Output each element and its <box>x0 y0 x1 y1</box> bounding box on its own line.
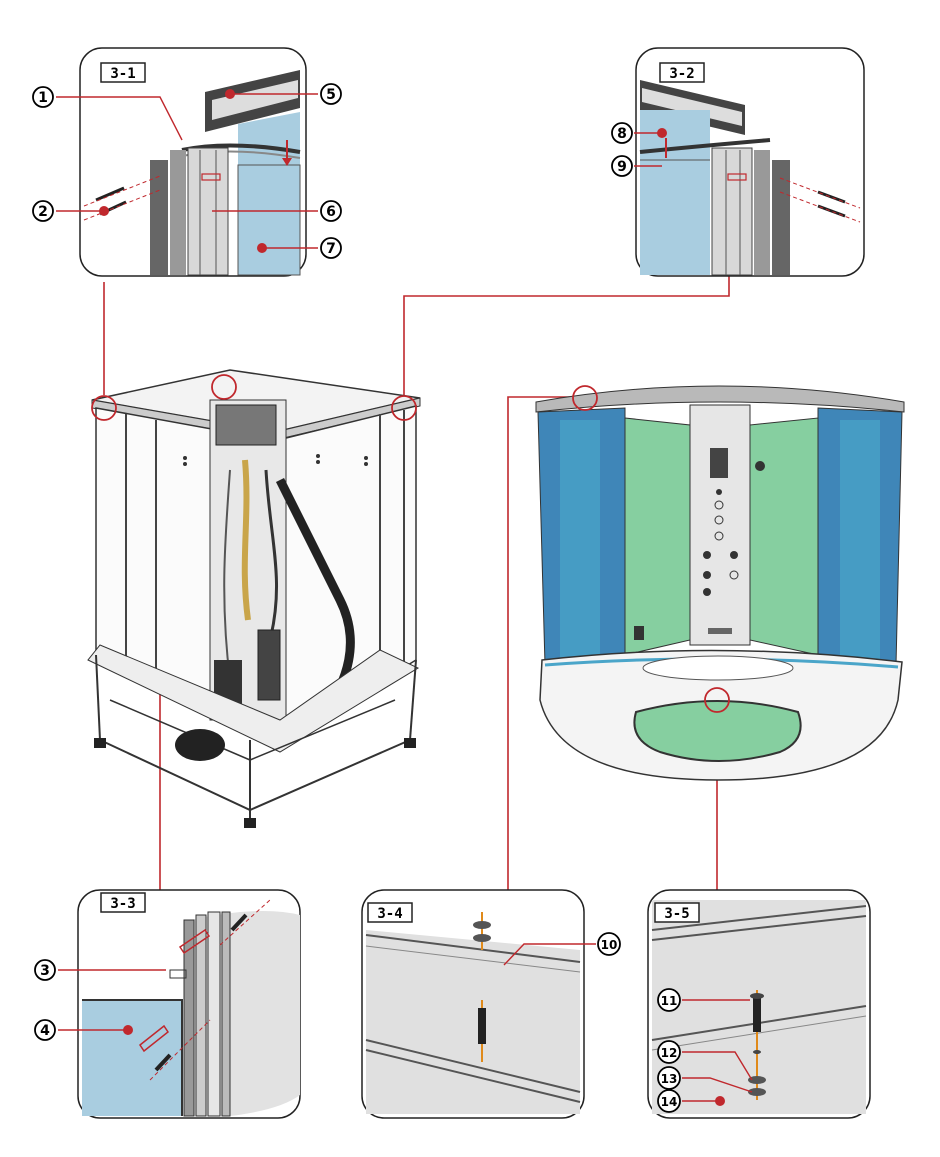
panel-title-3-3: 3-3 <box>110 896 135 912</box>
shower-cabin-front-view <box>535 385 905 781</box>
callout-8: 8 <box>611 122 633 144</box>
panel-title-3-4: 3-4 <box>377 906 402 922</box>
callout-9-label: 9 <box>617 159 627 175</box>
callout-12-label: 12 <box>661 1046 678 1060</box>
panel-3-2 <box>635 47 865 277</box>
callout-7-label: 7 <box>326 241 336 257</box>
panel-title-3-5: 3-5 <box>664 906 689 922</box>
callout-5-label: 5 <box>326 87 336 103</box>
callout-markers: 1 2 3 4 5 6 7 8 9 10 11 12 13 14 <box>32 83 681 1113</box>
panel-3-1 <box>79 47 307 277</box>
callout-8-label: 8 <box>617 126 627 142</box>
callout-2: 2 <box>32 200 54 222</box>
callout-1: 1 <box>32 86 54 108</box>
callout-3: 3 <box>34 959 56 981</box>
callout-2-label: 2 <box>38 204 48 220</box>
callout-5: 5 <box>320 83 342 105</box>
panel-title-3-1: 3-1 <box>110 66 135 82</box>
panel-titles: 3-1 3-2 3-3 3-4 3-5 <box>100 62 705 923</box>
callout-6: 6 <box>320 200 342 222</box>
callout-12: 12 <box>657 1040 681 1064</box>
panel-3-5 <box>647 889 871 1119</box>
callout-4-label: 4 <box>40 1023 50 1039</box>
panel-3-3 <box>77 889 301 1119</box>
panel-3-4 <box>361 889 585 1119</box>
callout-1-label: 1 <box>38 90 48 106</box>
callout-7: 7 <box>320 237 342 259</box>
callout-14-label: 14 <box>661 1095 678 1109</box>
callout-9: 9 <box>611 155 633 177</box>
panel-title-3-2: 3-2 <box>669 66 694 82</box>
callout-leaders <box>56 93 753 1102</box>
screw-icon <box>149 899 271 1081</box>
callout-10: 10 <box>597 932 621 956</box>
callout-13: 13 <box>657 1066 681 1090</box>
shower-frame-rear-view <box>87 369 421 828</box>
callout-14: 14 <box>657 1089 681 1113</box>
callout-3-label: 3 <box>40 963 50 979</box>
callout-4: 4 <box>34 1019 56 1041</box>
callout-10-label: 10 <box>601 938 618 952</box>
callout-6-label: 6 <box>326 204 336 220</box>
callout-11-label: 11 <box>661 994 678 1008</box>
screw-icon <box>779 177 861 223</box>
callout-dots <box>99 89 725 1106</box>
callout-11: 11 <box>657 988 681 1012</box>
callout-13-label: 13 <box>661 1072 678 1086</box>
